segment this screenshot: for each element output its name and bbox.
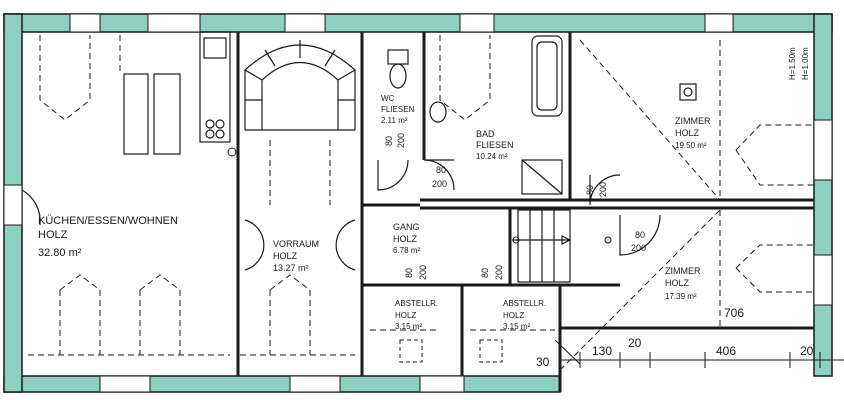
room-floor: HOLZ [675,128,700,138]
room-area: 32.80 m² [38,247,82,259]
door-width: 80 [436,165,446,175]
markers [227,147,612,244]
door-height: 200 [598,182,608,197]
room-floor: HOLZ [273,251,298,261]
room-floor: HOLZ [38,229,68,241]
room-bad: BAD FLIESEN 10.24 m² [476,129,514,161]
dim-706: 706 [724,306,744,320]
room-area: 10.24 m² [476,152,508,161]
room-name: BAD [476,129,495,139]
door-height: 200 [432,179,447,189]
room-vorraum: VORRAUM HOLZ 13.27 m² [273,239,319,273]
straight-stair [512,209,572,283]
room-floor: HOLZ [503,311,524,320]
storage-boxes [399,339,503,363]
room-gang: GANG HOLZ 6.78 m² [393,222,420,255]
kitchen-counter [123,31,231,155]
door-height: 200 [396,133,406,148]
room-name: GANG [393,222,420,232]
door-width: 80 [480,268,490,278]
door-width: 80 [585,185,595,195]
dimension-labels: 706 130 20 406 20 30 [536,306,814,369]
dim-20a: 20 [628,336,642,350]
room-name: ZIMMER [665,266,701,276]
room-floor: FLIESEN [476,140,514,150]
dimension-chain [554,339,844,368]
room-name: ABSTELLR. [395,299,438,308]
height-1: H=1.50m [788,47,797,80]
bath-fixtures [387,35,697,195]
door-swings [21,159,661,271]
room-abstell-2: ABSTELLR. HOLZ 3.15 m² [503,299,546,331]
room-kitchen: KÜCHEN/ESSEN/WOHNEN HOLZ 32.80 m² [38,215,178,259]
room-area: 2.11 m² [381,116,408,125]
room-name: KÜCHEN/ESSEN/WOHNEN [38,215,178,227]
dim-130: 130 [592,344,612,358]
outer-walls [3,13,833,393]
height-2: H=1.00m [801,47,810,80]
room-floor: HOLZ [395,311,416,320]
door-labels: 80 200 80 200 80 200 80 200 80 200 80 20… [384,133,646,280]
room-area: 19.50 m² [675,141,707,150]
room-area: 3.15 m² [395,322,422,331]
spiral-stair [244,40,356,131]
door-height: 200 [418,265,428,280]
door-width: 80 [635,230,645,240]
dim-20b: 20 [800,344,814,358]
room-zimmer-2: ZIMMER HOLZ 17.39 m² [665,266,701,301]
room-name: WC [381,94,395,103]
room-area: 6.78 m² [393,246,420,255]
room-floor: HOLZ [665,278,690,288]
door-height: 200 [494,265,504,280]
ceiling-lines [28,35,814,371]
dim-30: 30 [536,355,550,369]
room-name: ZIMMER [675,116,711,126]
room-area: 13.27 m² [273,263,309,273]
dim-406: 406 [716,344,736,358]
door-height: 200 [631,243,646,253]
door-width: 80 [384,136,394,146]
room-name: ABSTELLR. [503,299,546,308]
room-wc: WC FLIESEN 2.11 m² [381,94,415,125]
room-abstell-1: ABSTELLR. HOLZ 3.15 m² [395,299,438,331]
windows [3,13,833,393]
room-floor: FLIESEN [381,105,415,114]
room-zimmer-1: ZIMMER HOLZ 19.50 m² [675,116,711,150]
room-area: 17.39 m² [665,292,697,301]
interior-walls [236,32,814,392]
door-width: 80 [404,268,414,278]
height-labels: H=1.50m H=1.00m [788,47,810,80]
room-floor: HOLZ [393,234,418,244]
room-area: 3.15 m² [503,322,530,331]
room-name: VORRAUM [273,239,319,249]
